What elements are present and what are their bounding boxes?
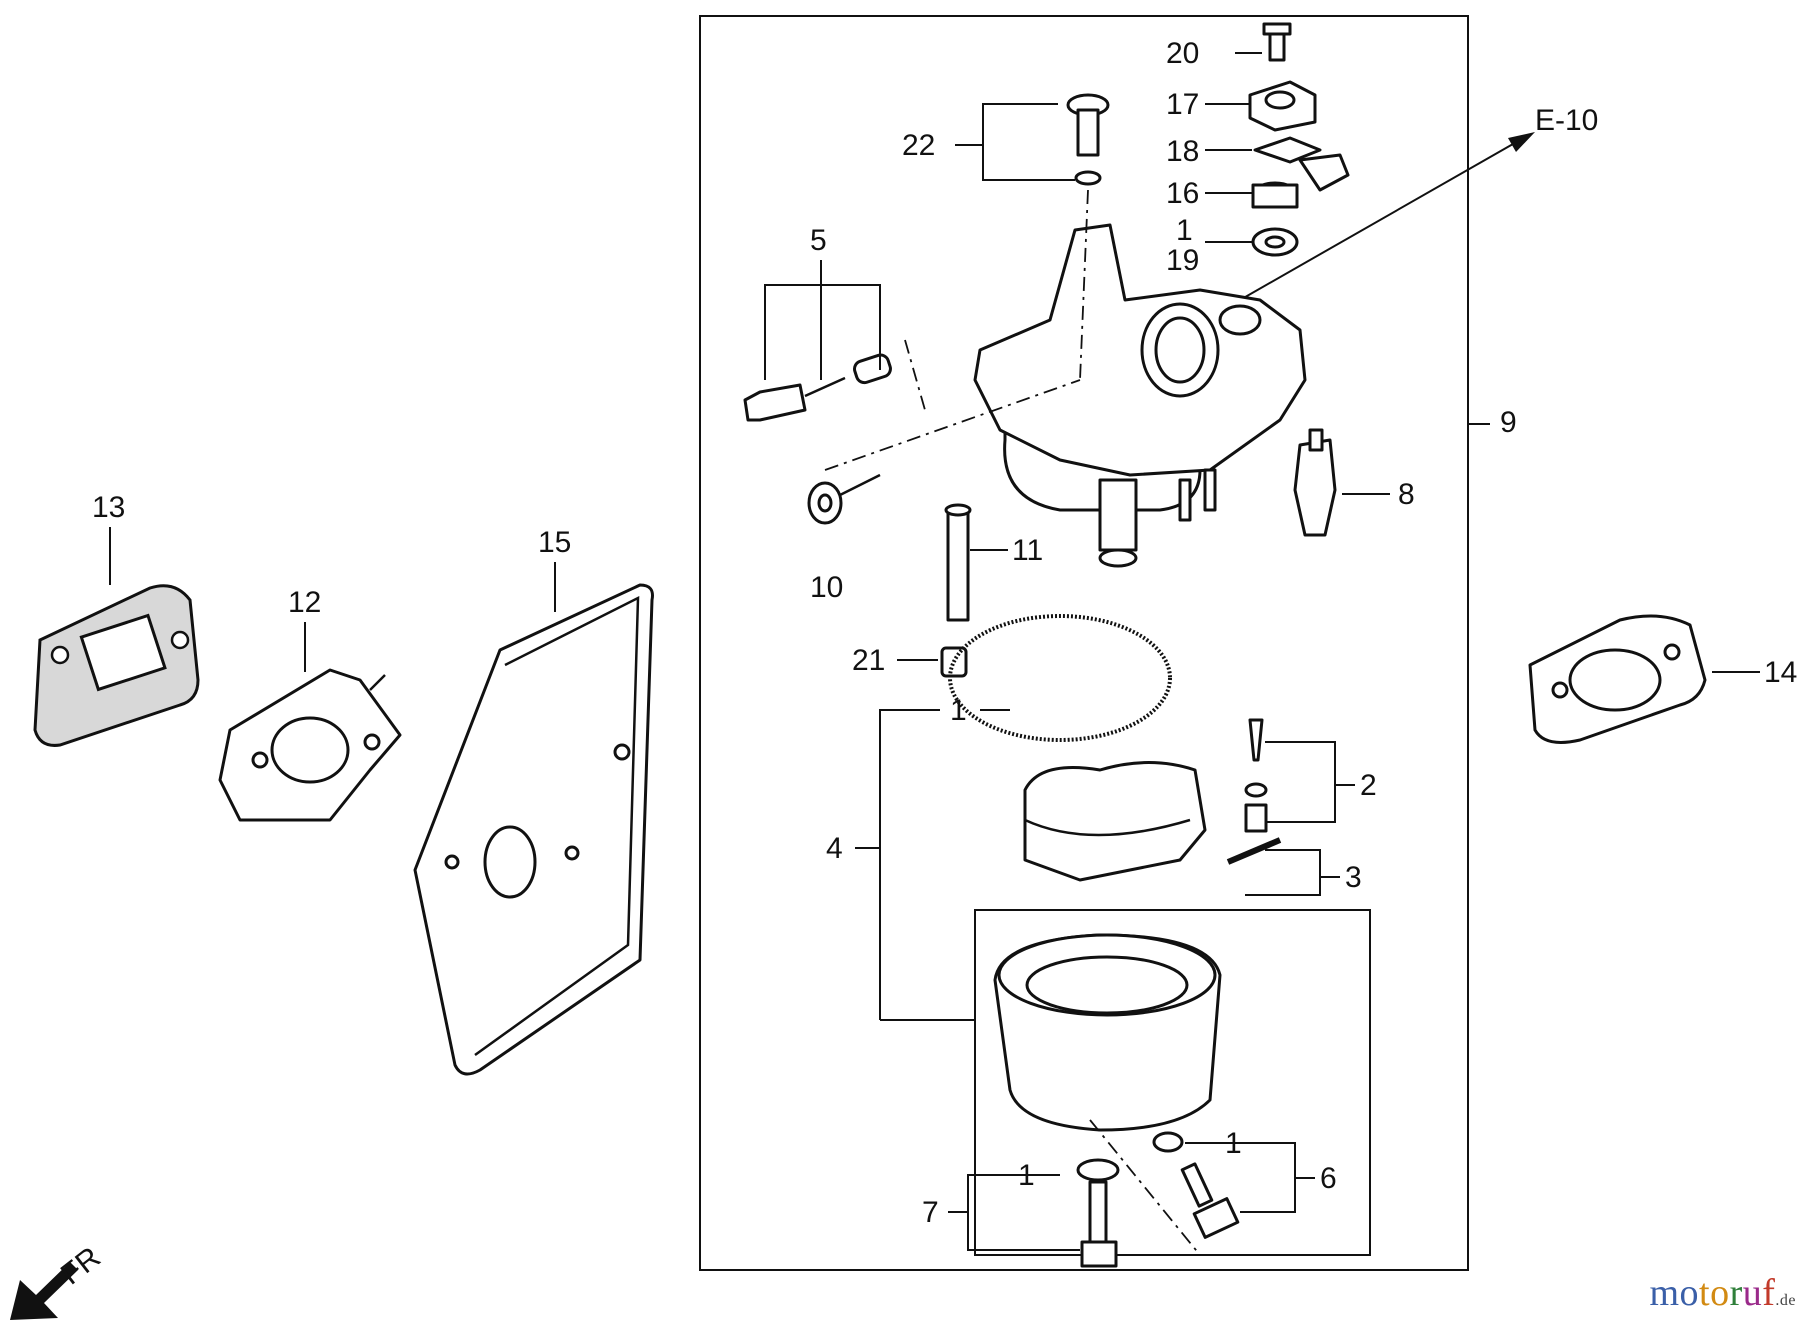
- brand-part-1: mo: [1649, 1272, 1700, 1314]
- front-direction-arrow: [10, 1262, 78, 1320]
- part-5-screw-set: [743, 353, 892, 422]
- brand-tld: .de: [1775, 1292, 1796, 1309]
- callout-19: 19: [1166, 244, 1199, 277]
- reference-arrow: [1239, 132, 1535, 301]
- callout-2: 2: [1360, 769, 1377, 802]
- callout-17: 17: [1166, 88, 1199, 121]
- callout-4: 4: [826, 832, 843, 865]
- part-15-deflector: [413, 583, 654, 1076]
- callout-5: 5: [810, 224, 827, 257]
- brand-part-5: f: [1762, 1272, 1776, 1314]
- assembly-frame: [699, 15, 1469, 1271]
- callout-1-bolt7: 1: [1018, 1159, 1035, 1192]
- parts-top-stack: [1248, 22, 1350, 257]
- part-7-bolt: [1076, 1158, 1120, 1268]
- brand-part-2: to: [1699, 1272, 1730, 1314]
- brand-part-4: u: [1742, 1272, 1763, 1314]
- part-11-emulsion-tube: [944, 503, 972, 622]
- callout-12: 12: [288, 586, 321, 619]
- callout-reference: E-10: [1535, 104, 1598, 137]
- float: [1023, 761, 1207, 882]
- callout-1-top: 1: [1176, 214, 1193, 247]
- brand-watermark: motoruf.de: [1649, 1271, 1796, 1315]
- part-10-screw: [807, 473, 881, 525]
- part-12-plate: [218, 668, 402, 822]
- float-bowl-box: [974, 909, 1371, 1256]
- callout-14: 14: [1764, 656, 1797, 689]
- callout-13: 13: [92, 491, 125, 524]
- callout-3: 3: [1345, 861, 1362, 894]
- callout-18: 18: [1166, 135, 1199, 168]
- callout-11: 11: [1012, 534, 1043, 567]
- part-1-gasket: [948, 614, 1172, 742]
- alignment-lines: [824, 189, 1201, 1256]
- callout-1-gasket: 1: [950, 694, 967, 727]
- part-13-gasket: [33, 584, 200, 747]
- part-6-drain-bolt: [1152, 1131, 1240, 1239]
- brand-part-3: r: [1729, 1272, 1743, 1314]
- float-bowl: [993, 933, 1222, 1132]
- callout-6: 6: [1320, 1162, 1337, 1195]
- callout-9: 9: [1500, 406, 1517, 439]
- part-8-float-valve: [1293, 428, 1337, 537]
- part-14-insulator: [1528, 614, 1707, 744]
- carburetor-body: [973, 223, 1307, 568]
- callout-1-bolt6: 1: [1225, 1127, 1242, 1160]
- part-22-screw: [1066, 93, 1110, 186]
- callout-20: 20: [1166, 37, 1199, 70]
- part-3-float-pin: [1226, 837, 1282, 865]
- callout-15: 15: [538, 526, 571, 559]
- part-2-float-needle: [1244, 718, 1268, 833]
- callout-16: 16: [1166, 177, 1199, 210]
- callout-8: 8: [1398, 478, 1415, 511]
- callout-7: 7: [922, 1196, 939, 1229]
- callout-10: 10: [810, 571, 843, 604]
- callout-21: 21: [852, 644, 885, 677]
- callout-22: 22: [902, 129, 935, 162]
- leader-lines: [109, 52, 1760, 1251]
